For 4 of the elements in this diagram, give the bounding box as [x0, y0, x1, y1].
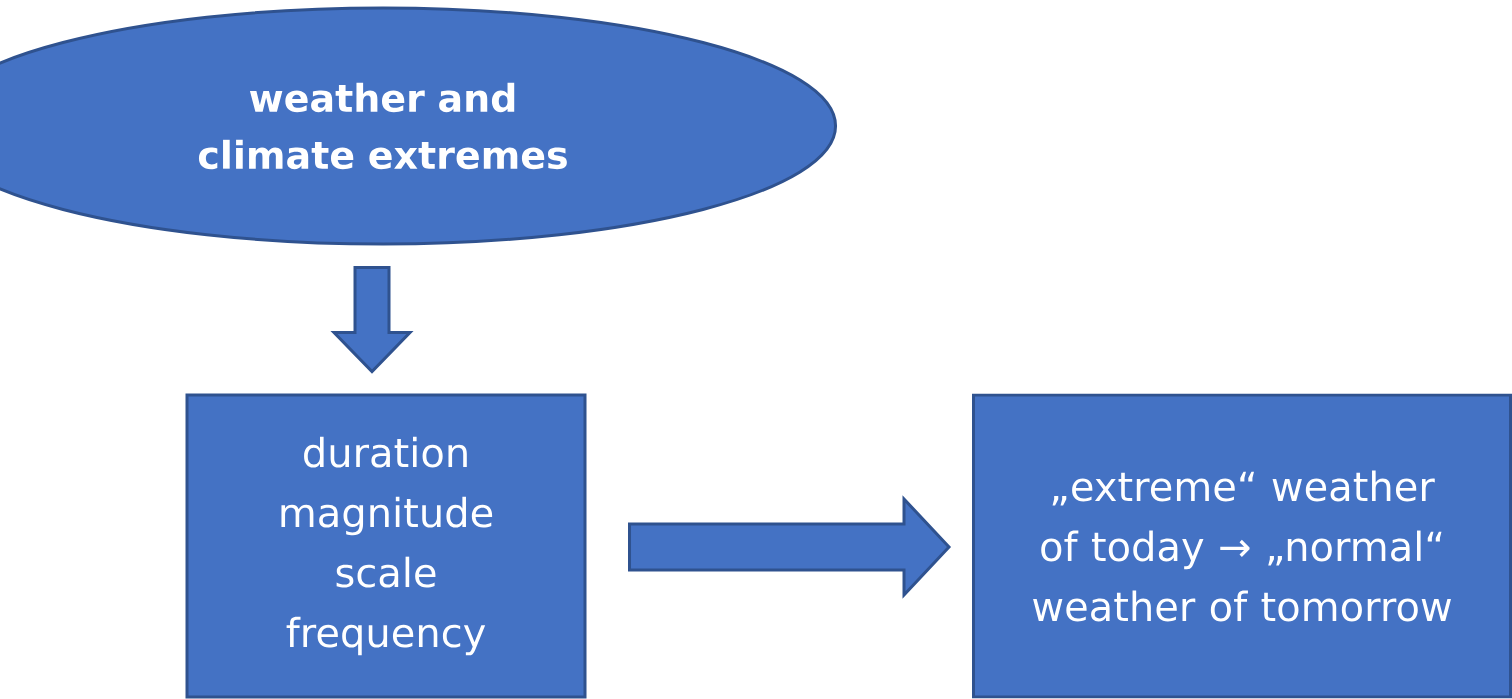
- block-arrow: [330, 266, 414, 374]
- block-arrow: [628, 495, 952, 599]
- text-box: „extreme“ weather of today → „normal“ weather of tomorrow: [972, 393, 1512, 699]
- text-box: duration magnitude scale frequency: [185, 393, 587, 699]
